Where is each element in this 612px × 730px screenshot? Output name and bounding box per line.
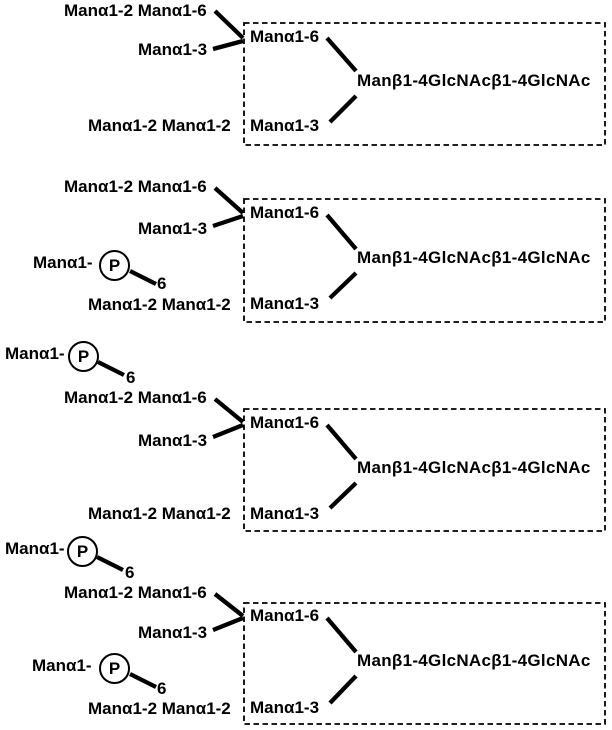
phosphate-bond-line bbox=[129, 672, 157, 689]
branch-line-core-upper bbox=[325, 36, 358, 73]
branch-line-core-lower bbox=[328, 481, 358, 510]
core-box bbox=[243, 408, 606, 532]
branch-line-upper-arm bbox=[213, 397, 245, 424]
branch-line-core-lower bbox=[328, 94, 358, 124]
phosphate-bond-line bbox=[96, 555, 124, 572]
core-box bbox=[243, 198, 606, 323]
branch-line-core-upper bbox=[325, 423, 358, 461]
core-box bbox=[243, 22, 606, 146]
branch-line-core-lower bbox=[328, 271, 358, 300]
branch-line-lower-arm bbox=[212, 38, 244, 52]
branch-line-core-lower bbox=[328, 674, 358, 705]
branch-line-core-upper bbox=[325, 616, 358, 654]
branch-line-upper-arm bbox=[213, 9, 245, 40]
branch-line-upper-arm bbox=[213, 592, 245, 618]
branch-line-lower-arm bbox=[212, 616, 244, 632]
branch-line-upper-arm bbox=[213, 186, 245, 215]
branch-line-lower-arm bbox=[212, 213, 244, 229]
phosphate-bond-line bbox=[97, 360, 125, 377]
branch-line-lower-arm bbox=[212, 423, 244, 439]
branch-line-core-upper bbox=[325, 213, 358, 251]
phosphate-bond-line bbox=[129, 269, 157, 286]
core-box bbox=[243, 602, 606, 725]
